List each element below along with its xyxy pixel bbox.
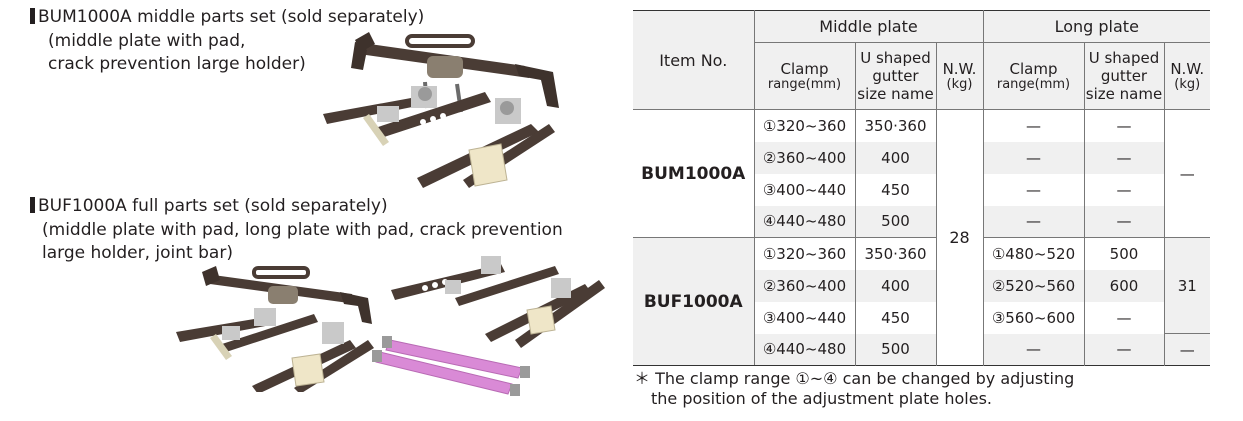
long-size-cell: — xyxy=(1083,141,1164,174)
clamp-cell: ②360~400 xyxy=(753,269,855,302)
size-cell: 400 xyxy=(854,269,936,302)
long-clamp-cell: ①480~520 xyxy=(982,237,1084,270)
gutter-size-header: U shaped gutter size name xyxy=(854,42,936,110)
footnote-line1: ＊ The clamp range ①~④ can be changed by … xyxy=(634,369,1075,388)
long-size-cell: — xyxy=(1083,205,1164,238)
long-size-cell: — xyxy=(1083,333,1164,366)
long-clamp-cell: — xyxy=(982,333,1084,366)
long-clamp-cell: ②520~560 xyxy=(982,269,1084,302)
long-size-cell: — xyxy=(1083,301,1164,334)
table-row: BUM1000A ①320~360 350·360 28 — — — xyxy=(633,109,1211,366)
long-clamp-cell: ③560~600 xyxy=(982,301,1084,334)
nw-label: N.W. xyxy=(942,60,977,78)
long-clamp-cell: — xyxy=(982,173,1084,206)
joint-bar-photo xyxy=(372,336,530,396)
long-size-cell: — xyxy=(1083,109,1164,142)
long-clamp-cell: — xyxy=(982,109,1084,142)
clamp-cell: ②360~400 xyxy=(753,141,855,174)
range-label: range(mm) xyxy=(767,77,842,92)
clamp-cell: ③400~440 xyxy=(753,173,855,206)
long-nw-cell: 31 xyxy=(1163,237,1211,334)
long-size-cell: — xyxy=(1083,173,1164,206)
bum-description-line1: (middle plate with pad, xyxy=(48,31,246,51)
middle-nw-cell: 28 xyxy=(935,109,983,366)
u-shaped-label: U shaped xyxy=(1088,49,1160,67)
buf-description-line1: (middle plate with pad, long plate with … xyxy=(42,220,563,240)
buf-section-title: BUF1000A full parts set (sold separately… xyxy=(30,195,388,217)
buf-long-plate-photo xyxy=(391,256,605,348)
size-cell: 350·360 xyxy=(854,109,936,142)
size-cell: 450 xyxy=(854,173,936,206)
size-cell: 450 xyxy=(854,301,936,334)
item-no-header: Item No. xyxy=(633,10,754,110)
bum-section-title: BUM1000A middle parts set (sold separate… xyxy=(30,6,424,28)
clamp-cell: ④440~480 xyxy=(753,333,855,366)
size-cell: 500 xyxy=(854,333,936,366)
table-row: ③400~440 450 — — xyxy=(633,173,1210,206)
nw-label: N.W. xyxy=(1170,60,1205,78)
table-row: BUF1000A ①320~360 350·360 ①480~520 500 3… xyxy=(633,237,1211,366)
item-bum1000a: BUM1000A xyxy=(633,109,754,238)
size-cell: 350·360 xyxy=(854,237,936,270)
bullet-mark xyxy=(30,197,35,213)
footnote-line2: the position of the adjustment plate hol… xyxy=(651,389,992,408)
table-row: ③400~440 450 ③560~600 — xyxy=(633,301,1210,334)
long-gutter-size-header: U shaped gutter size name xyxy=(1083,42,1164,110)
clamp-label: Clamp xyxy=(1009,60,1058,78)
buf-middle-parts-photo xyxy=(176,266,374,392)
bum-description-line2: crack prevention large holder) xyxy=(48,54,306,74)
kg-label: (kg) xyxy=(1174,77,1201,92)
long-nw-cell: — xyxy=(1163,109,1211,238)
gutter-label: gutter xyxy=(872,67,919,85)
clamp-cell: ①320~360 xyxy=(753,109,855,142)
long-size-cell: 600 xyxy=(1083,269,1164,302)
kg-label: (kg) xyxy=(946,77,973,92)
size-cell: 500 xyxy=(854,205,936,238)
clamp-cell: ①320~360 xyxy=(753,237,855,270)
nw-header: N.W. (kg) xyxy=(935,42,983,110)
long-plate-header: Long plate xyxy=(982,10,1211,43)
clamp-cell: ③400~440 xyxy=(753,301,855,334)
clamp-cell: ④440~480 xyxy=(753,205,855,238)
item-buf1000a: BUF1000A xyxy=(633,237,754,366)
gutter-label: gutter xyxy=(1100,67,1148,85)
range-label: range(mm) xyxy=(996,77,1071,92)
long-clamp-cell: — xyxy=(982,141,1084,174)
long-size-cell: 500 xyxy=(1083,237,1164,270)
long-clamp-range-header: Clamp range(mm) xyxy=(982,42,1084,110)
bullet-mark xyxy=(30,8,35,24)
long-nw-header: N.W. (kg) xyxy=(1163,42,1211,110)
middle-plate-header: Middle plate xyxy=(753,10,983,43)
footnote: ＊ The clamp range ①~④ can be changed by … xyxy=(634,369,1074,409)
buf-description-line2: large holder, joint bar) xyxy=(42,243,233,263)
long-nw-cell: — xyxy=(1163,333,1211,366)
long-clamp-cell: — xyxy=(982,205,1084,238)
bum-title-text: BUM1000A middle parts set (sold separate… xyxy=(38,7,425,27)
buf-title-text: BUF1000A full parts set (sold separately… xyxy=(38,196,388,216)
clamp-range-header: Clamp range(mm) xyxy=(753,42,855,110)
size-name-label: size name xyxy=(857,85,934,103)
size-name-label: size name xyxy=(1085,85,1163,103)
size-cell: 400 xyxy=(854,141,936,174)
bum-parts-photo xyxy=(323,32,559,188)
spec-table: Item No. Middle plate Long plate Clamp r… xyxy=(633,10,1211,366)
clamp-label: Clamp xyxy=(780,60,829,78)
u-shaped-label: U shaped xyxy=(860,49,931,67)
